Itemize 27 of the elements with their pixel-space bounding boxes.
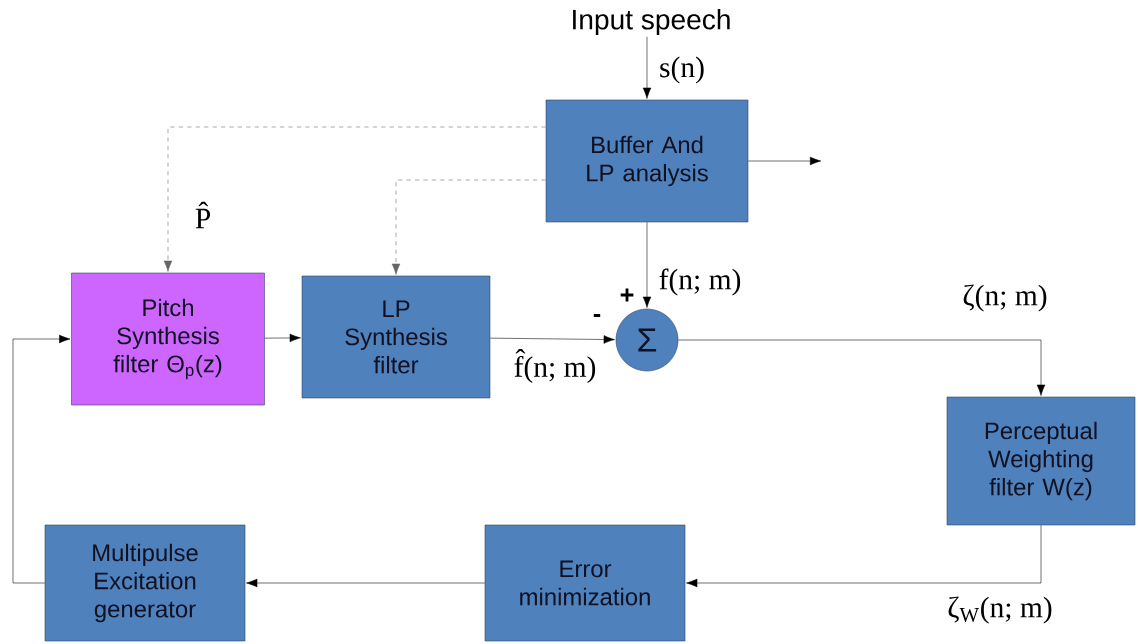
summing-junction: Σ <box>615 308 679 372</box>
process-box: Pitch Synthesis filter Θ$_{p}$(z) <box>71 272 265 406</box>
process-box: Multipulse Excitation generator <box>44 524 246 642</box>
edge-label: P̂ <box>195 201 211 229</box>
process-box: Buffer And LP analysis <box>545 99 749 223</box>
arrow <box>642 36 652 99</box>
process-box: Error minimization <box>484 524 686 642</box>
arrow <box>264 333 301 343</box>
sign-label: - <box>593 313 601 317</box>
arrow <box>642 222 652 308</box>
arrow <box>490 335 615 344</box>
arrow <box>12 334 71 584</box>
arrow <box>678 339 1046 396</box>
edge-label: f̂(n; m) <box>514 348 596 384</box>
edge-label: s(n) <box>660 56 704 84</box>
sign-label: + <box>620 288 634 302</box>
dashed-arrow <box>163 126 546 272</box>
arrow <box>686 525 1042 588</box>
process-box: Perceptual Weighting filter W(z) <box>946 396 1136 526</box>
input-label: Input speech <box>573 8 730 36</box>
edge-label: ζ(n; m) <box>963 284 1047 312</box>
dashed-arrow <box>391 179 546 275</box>
process-box: LP Synthesis filter <box>301 275 491 399</box>
edge-label: f(n; m) <box>659 268 741 296</box>
arrow <box>246 578 485 588</box>
arrow <box>748 156 822 166</box>
edge-label: ζ$_{W}$(n; m) <box>948 596 1052 624</box>
